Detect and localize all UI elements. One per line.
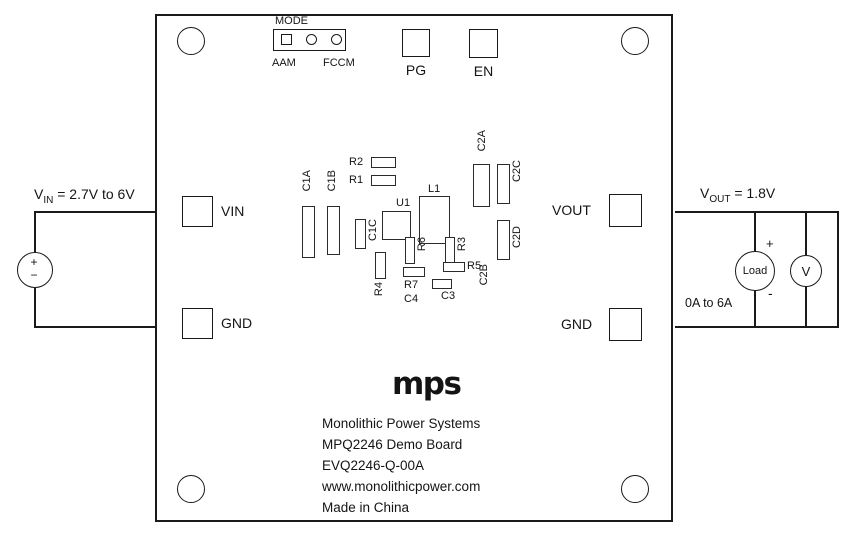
- voltmeter-label: V: [801, 263, 811, 279]
- component-r6: [405, 237, 415, 264]
- pad-pg: [402, 29, 430, 57]
- component-r4: [375, 252, 386, 279]
- component-c3: [432, 279, 452, 289]
- vin-subscript: IN: [43, 194, 54, 206]
- vout-symbol: V: [700, 185, 710, 201]
- component-label-c1a: C1A: [301, 170, 313, 192]
- component-label-r1: R1: [349, 174, 364, 186]
- component-label-c2c: C2C: [511, 160, 523, 183]
- component-label-c2d: C2D: [511, 226, 523, 249]
- mode-option-aam: AAM: [272, 57, 296, 69]
- wire-voltmeter-upper: [805, 211, 807, 255]
- voltage-source-symbol: + −: [17, 252, 53, 288]
- wire-vin-top: [35, 211, 156, 213]
- component-label-l1: L1: [428, 183, 441, 195]
- mounting-hole-bottom-right: [621, 475, 649, 503]
- component-c1b: [327, 206, 340, 255]
- wire-voltmeter-lower: [805, 287, 807, 328]
- wire-vout-top: [675, 211, 839, 213]
- mode-pin-round-2: [331, 34, 342, 45]
- pad-gnd-right-label: GND: [561, 316, 593, 332]
- pad-gnd-left: [182, 308, 213, 339]
- component-r5: [443, 262, 465, 272]
- component-c2a: [473, 164, 490, 207]
- vout-subscript: OUT: [709, 193, 731, 205]
- mode-label: MODE: [275, 15, 308, 27]
- component-r7: [403, 267, 425, 277]
- component-label-c3: C3: [441, 290, 456, 302]
- mounting-hole-bottom-left: [177, 475, 205, 503]
- pad-vout: [609, 194, 642, 227]
- source-minus-sign: −: [30, 268, 38, 282]
- wire-source-upper: [34, 211, 36, 252]
- component-label-c2a: C2A: [476, 130, 488, 152]
- pad-vin-label: VIN: [221, 203, 245, 219]
- wire-right-rail: [837, 211, 839, 328]
- wire-source-lower: [34, 288, 36, 328]
- component-label-r6: R6: [416, 237, 428, 252]
- component-r3: [445, 237, 455, 264]
- vin-symbol: V: [34, 186, 44, 202]
- wire-vin-bottom: [35, 326, 156, 328]
- silkscreen-line-2: MPQ2246 Demo Board: [322, 437, 463, 452]
- source-plus-sign: +: [30, 255, 38, 269]
- load-symbol: Load: [735, 251, 775, 291]
- component-c1c: [355, 219, 366, 249]
- component-label-u1: U1: [396, 197, 411, 209]
- component-c2d: [497, 220, 510, 260]
- component-r1: [371, 175, 396, 186]
- vout-value: = 1.8V: [734, 185, 776, 201]
- silkscreen-line-1: Monolithic Power Systems: [322, 416, 481, 431]
- component-label-r7: R7: [404, 279, 419, 291]
- mode-pin-round-1: [306, 34, 317, 45]
- load-minus-sign: -: [768, 285, 773, 301]
- mounting-hole-top-right: [621, 27, 649, 55]
- mode-jumper-block: [273, 29, 346, 51]
- voltmeter-symbol: V: [790, 255, 822, 287]
- vin-annotation: VIN = 2.7V to 6V: [34, 186, 135, 206]
- wire-load-upper: [754, 211, 756, 251]
- component-c1a: [302, 206, 315, 258]
- vin-value: = 2.7V to 6V: [57, 186, 135, 202]
- silkscreen-line-5: Made in China: [322, 500, 410, 515]
- component-l1: [419, 196, 450, 244]
- pcb-outline: [155, 14, 673, 522]
- mode-option-fccm: FCCM: [323, 57, 355, 69]
- wire-load-lower: [754, 291, 756, 328]
- load-plus-sign: +: [766, 236, 774, 251]
- mounting-hole-top-left: [177, 27, 205, 55]
- component-label-r3: R3: [456, 237, 468, 252]
- pad-en: [469, 29, 498, 58]
- component-label-c1c: C1C: [367, 219, 379, 242]
- pad-en-label: EN: [473, 63, 494, 79]
- component-label-r4: R4: [373, 282, 385, 297]
- component-label-c4: C4: [404, 293, 419, 305]
- component-c2c: [497, 164, 510, 204]
- component-u1: [382, 211, 411, 240]
- load-label: Load: [742, 265, 768, 277]
- pad-pg-label: PG: [405, 62, 427, 78]
- silkscreen-line-4: www.monolithicpower.com: [322, 479, 481, 494]
- pad-gnd-left-label: GND: [221, 315, 253, 331]
- wire-vout-bottom: [675, 326, 839, 328]
- silkscreen-line-3: EVQ2246-Q-00A: [322, 458, 425, 473]
- pad-vout-label: VOUT: [552, 202, 591, 218]
- mps-logo: mps: [392, 366, 462, 402]
- component-label-r2: R2: [349, 156, 364, 168]
- load-current-range: 0A to 6A: [685, 296, 733, 310]
- mode-pin-square: [281, 34, 292, 45]
- component-label-r5: R5: [467, 260, 482, 272]
- vout-annotation: VOUT = 1.8V: [700, 185, 775, 205]
- pad-gnd-right: [609, 308, 642, 341]
- component-label-c2b: C2B: [478, 264, 490, 286]
- component-label-c1b: C1B: [326, 170, 338, 192]
- component-r2: [371, 157, 396, 168]
- pad-vin: [182, 196, 213, 227]
